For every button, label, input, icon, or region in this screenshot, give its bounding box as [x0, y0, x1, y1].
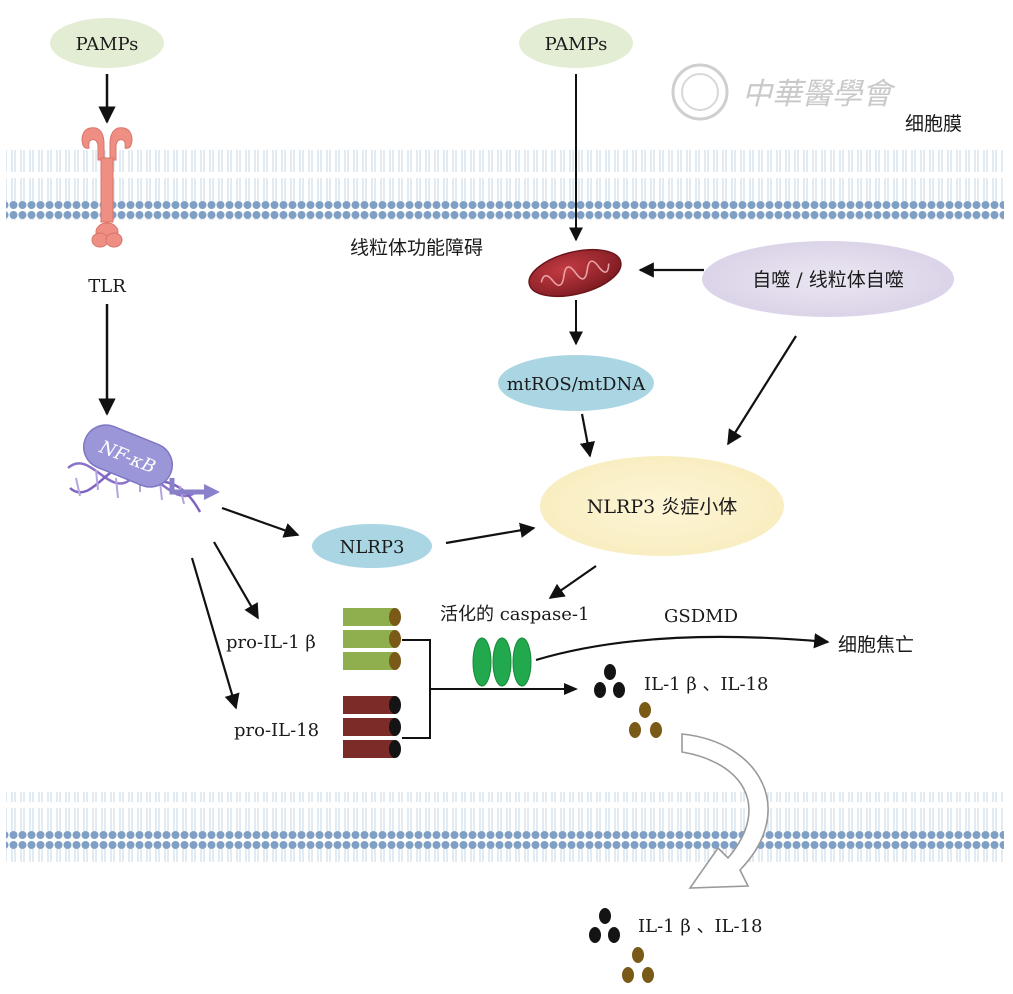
secretion-arrow-icon — [681, 733, 769, 889]
seal-icon — [671, 63, 729, 121]
watermark-text: 中華醫學會 — [742, 77, 896, 112]
mtros-label: mtROS/mtDNA — [507, 374, 646, 395]
pamps-left-node: PAMPs — [50, 18, 164, 68]
membrane-label: 细胞膜 — [905, 113, 962, 135]
il-secreted-label: IL-1 β 、IL-18 — [638, 916, 763, 937]
caspase-1-icon — [472, 637, 532, 687]
pyroptosis-label: 细胞焦亡 — [838, 634, 914, 656]
cell-membrane-bottom — [6, 792, 1004, 862]
gsdmd-label: GSDMD — [664, 606, 738, 627]
cell-membrane-top — [6, 150, 1004, 220]
pamps-right-label: PAMPs — [545, 34, 608, 55]
secreted-il-cluster-icon — [589, 908, 654, 983]
pro-il1b-label: pro-IL-1 β — [226, 632, 316, 653]
arrow-nlrp3-inflammasome — [445, 522, 536, 545]
cleavage-bracket — [402, 639, 574, 739]
il-mature-label: IL-1 β 、IL-18 — [644, 674, 769, 695]
nfkb-node: NF-κB — [82, 424, 174, 488]
nlrp3-label: NLRP3 — [340, 537, 405, 558]
arrow-autophagy-inflammasome — [727, 335, 797, 446]
tlr-receptor-icon — [81, 127, 133, 248]
transcription-arrow-icon — [169, 478, 206, 495]
pro-il18-label: pro-IL-18 — [234, 720, 319, 741]
inflammasome-node: NLRP3 炎症小体 — [540, 456, 784, 556]
watermark: 中華醫學會 — [671, 63, 896, 121]
arrow-caspase-pyroptosis — [535, 633, 830, 662]
caspase-label: 活化的 caspase-1 — [440, 604, 589, 625]
arrow-mtros-inflammasome — [579, 413, 595, 458]
pamps-left-label: PAMPs — [76, 34, 139, 55]
arrow-nfkb-nlrp3 — [221, 506, 300, 538]
pro-il1b-stack-icon — [343, 608, 401, 670]
inflammasome-label: NLRP3 炎症小体 — [587, 496, 737, 518]
mito-dysfunction-label: 线粒体功能障碍 — [350, 237, 483, 259]
autophagy-node: 自噬 / 线粒体自噬 — [702, 241, 954, 317]
mitochondrion-icon — [528, 248, 622, 298]
arrow-nfkb-pro-il18 — [190, 557, 240, 710]
mature-il-cluster-icon — [594, 664, 662, 738]
pamps-right-node: PAMPs — [519, 18, 633, 68]
pro-il18-stack-icon — [343, 696, 401, 758]
autophagy-label: 自噬 / 线粒体自噬 — [752, 269, 903, 291]
tlr-label: TLR — [88, 276, 126, 297]
nlrp3-node: NLRP3 — [312, 524, 432, 568]
mtros-node: mtROS/mtDNA — [498, 355, 654, 411]
arrow-inflammasome-caspase — [548, 565, 597, 599]
arrow-nfkb-pro-il1b — [213, 541, 259, 620]
